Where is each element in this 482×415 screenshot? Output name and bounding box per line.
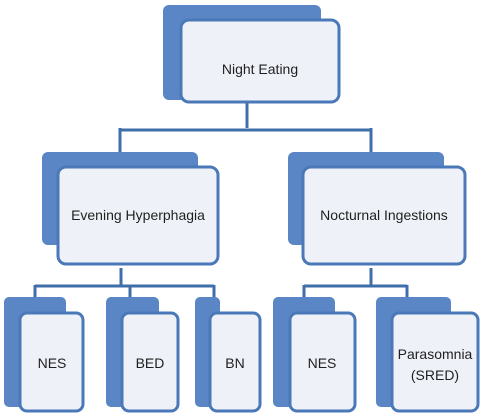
- connector-nocturnal: [302, 268, 409, 304]
- node-leaf-nes-1: NES: [4, 297, 85, 413]
- node-nes-2-front: [288, 311, 357, 413]
- node-night-eating: Night Eating: [163, 5, 341, 104]
- node-bn-front: [208, 311, 262, 413]
- connectors: [33, 101, 409, 304]
- node-leaf-bed: BED: [106, 297, 180, 413]
- node-bed-front: [120, 311, 180, 413]
- node-bed-label: BED: [136, 355, 165, 371]
- node-leaf-bn: BN: [195, 297, 262, 413]
- node-leaf-nes-2: NES: [273, 297, 357, 413]
- node-nocturnal-label: Nocturnal Ingestions: [320, 207, 448, 223]
- node-nocturnal-ingestions: Nocturnal Ingestions: [288, 152, 467, 266]
- node-nes-1-front: [18, 311, 85, 413]
- node-evening-label: Evening Hyperphagia: [71, 207, 205, 223]
- node-night-eating-front: [179, 18, 341, 104]
- connector-evening: [33, 268, 216, 304]
- node-nes-1-label: NES: [38, 355, 67, 371]
- node-parasomnia-front: [390, 311, 480, 413]
- node-nes-2-label: NES: [308, 355, 337, 371]
- node-parasomnia-sublabel: (SRED): [411, 367, 459, 383]
- node-leaf-parasomnia: Parasomnia (SRED): [376, 297, 480, 413]
- node-night-eating-label: Night Eating: [222, 61, 298, 77]
- node-evening-front: [56, 165, 220, 266]
- node-nocturnal-front: [301, 165, 467, 266]
- node-parasomnia-label: Parasomnia: [398, 346, 473, 362]
- connector-root: [118, 101, 373, 162]
- node-bn-label: BN: [225, 355, 244, 371]
- node-evening-hyperphagia: Evening Hyperphagia: [42, 152, 220, 266]
